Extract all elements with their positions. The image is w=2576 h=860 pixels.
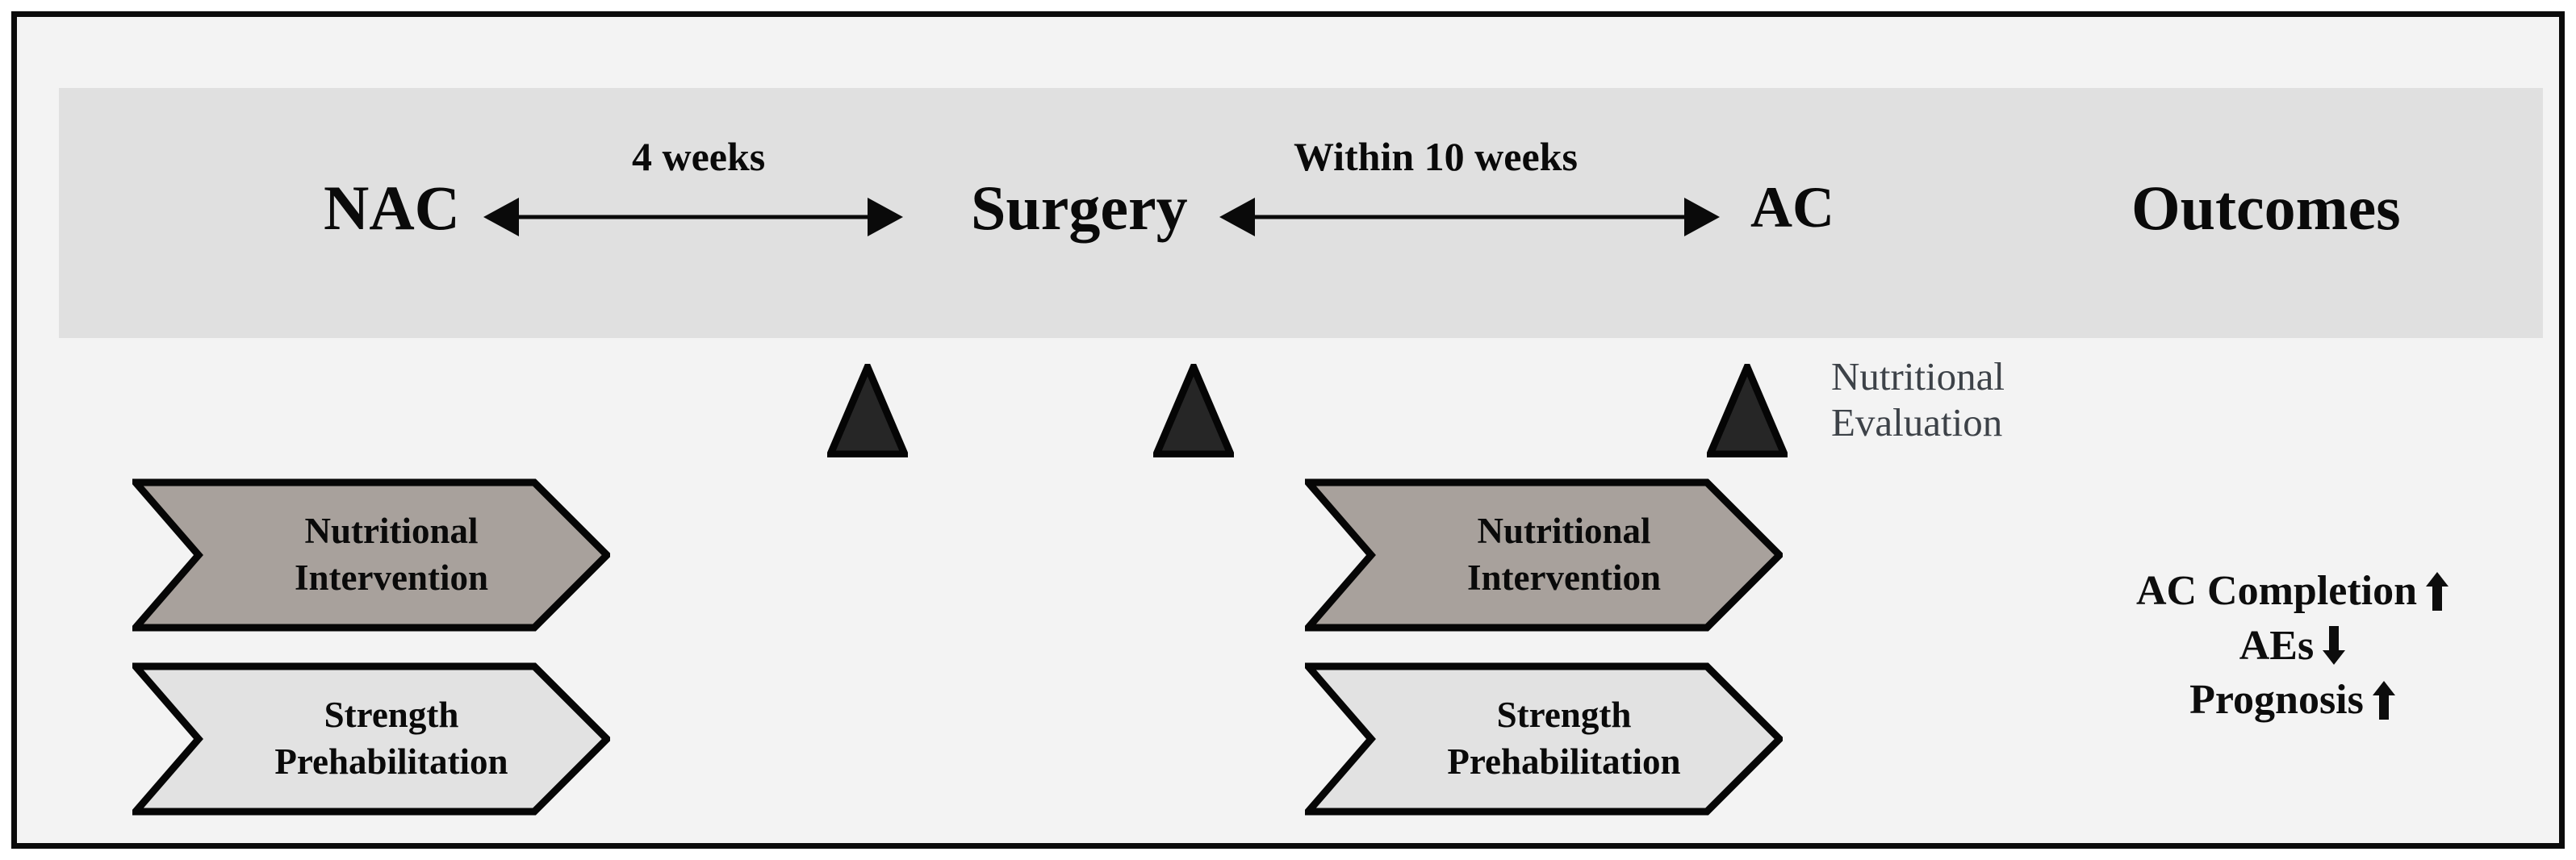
chevron-line-2: Intervention	[295, 557, 488, 598]
arrow-down-icon-aes	[2322, 626, 2346, 666]
chevron-line-2: Prehabilitation	[274, 741, 508, 782]
chevron-strength-prehabilitation-pre: Strength Prehabilitation	[132, 662, 610, 816]
double-headed-arrow-icon-surgery-ac	[1219, 191, 1720, 243]
outcome-label-prognosis: Prognosis	[2189, 677, 2364, 724]
outcome-label-aes: AEs	[2239, 622, 2315, 669]
nutritional-evaluation-caption-line-2: Evaluation	[1831, 399, 2003, 445]
chevron-strength-prehabilitation-post: Strength Prehabilitation	[1305, 662, 1783, 816]
chevron-line-2: Prehabilitation	[1447, 741, 1681, 782]
outcomes-list: AC Completion AEs Prognosis	[2051, 564, 2535, 728]
triangle-marker-icon-evaluation-2	[1153, 364, 1234, 457]
chevron-label-strength-prehabilitation-pre: Strength Prehabilitation	[210, 662, 573, 816]
outcome-item-prognosis: Prognosis	[2051, 673, 2535, 728]
arrow-up-icon-prognosis	[2372, 680, 2396, 720]
timeline-node-outcomes: Outcomes	[2131, 173, 2401, 243]
nutritional-evaluation-caption-line-1: Nutritional	[1831, 354, 2005, 399]
outcome-item-ac-completion: AC Completion	[2051, 564, 2535, 619]
triangle-marker-icon-evaluation-3	[1707, 364, 1788, 457]
nutritional-evaluation-caption: Nutritional Evaluation	[1831, 354, 2170, 446]
chevron-line-1: Strength	[324, 695, 459, 736]
figure-frame: NAC Surgery AC Outcomes 4 weeks Within 1…	[11, 11, 2565, 849]
timeline-node-ac: AC	[1750, 175, 1834, 240]
outcome-item-aes: AEs	[2051, 619, 2535, 674]
chevron-label-strength-prehabilitation-post: Strength Prehabilitation	[1382, 662, 1746, 816]
timeline-node-nac: NAC	[324, 173, 460, 243]
chevron-line-1: Nutritional	[1477, 511, 1651, 552]
chevron-line-2: Intervention	[1467, 557, 1661, 598]
double-headed-arrow-icon-nac-surgery	[483, 191, 903, 243]
timeline-header-band	[59, 88, 2543, 338]
triangle-marker-icon-evaluation-1	[827, 364, 908, 457]
chevron-line-1: Nutritional	[304, 511, 479, 552]
chevron-nutritional-intervention-post: Nutritional Intervention	[1305, 478, 1783, 632]
chevron-line-1: Strength	[1496, 695, 1632, 736]
chevron-nutritional-intervention-pre: Nutritional Intervention	[132, 478, 610, 632]
outcome-label-ac-completion: AC Completion	[2135, 568, 2418, 614]
timeline-node-surgery: Surgery	[971, 173, 1188, 243]
chevron-label-nutritional-intervention-pre: Nutritional Intervention	[210, 478, 573, 632]
arrow-up-icon-ac-completion	[2425, 571, 2449, 611]
chevron-label-nutritional-intervention-post: Nutritional Intervention	[1382, 478, 1746, 632]
interval-label-nac-to-surgery: 4 weeks	[632, 134, 766, 179]
interval-label-surgery-to-ac: Within 10 weeks	[1294, 134, 1578, 179]
